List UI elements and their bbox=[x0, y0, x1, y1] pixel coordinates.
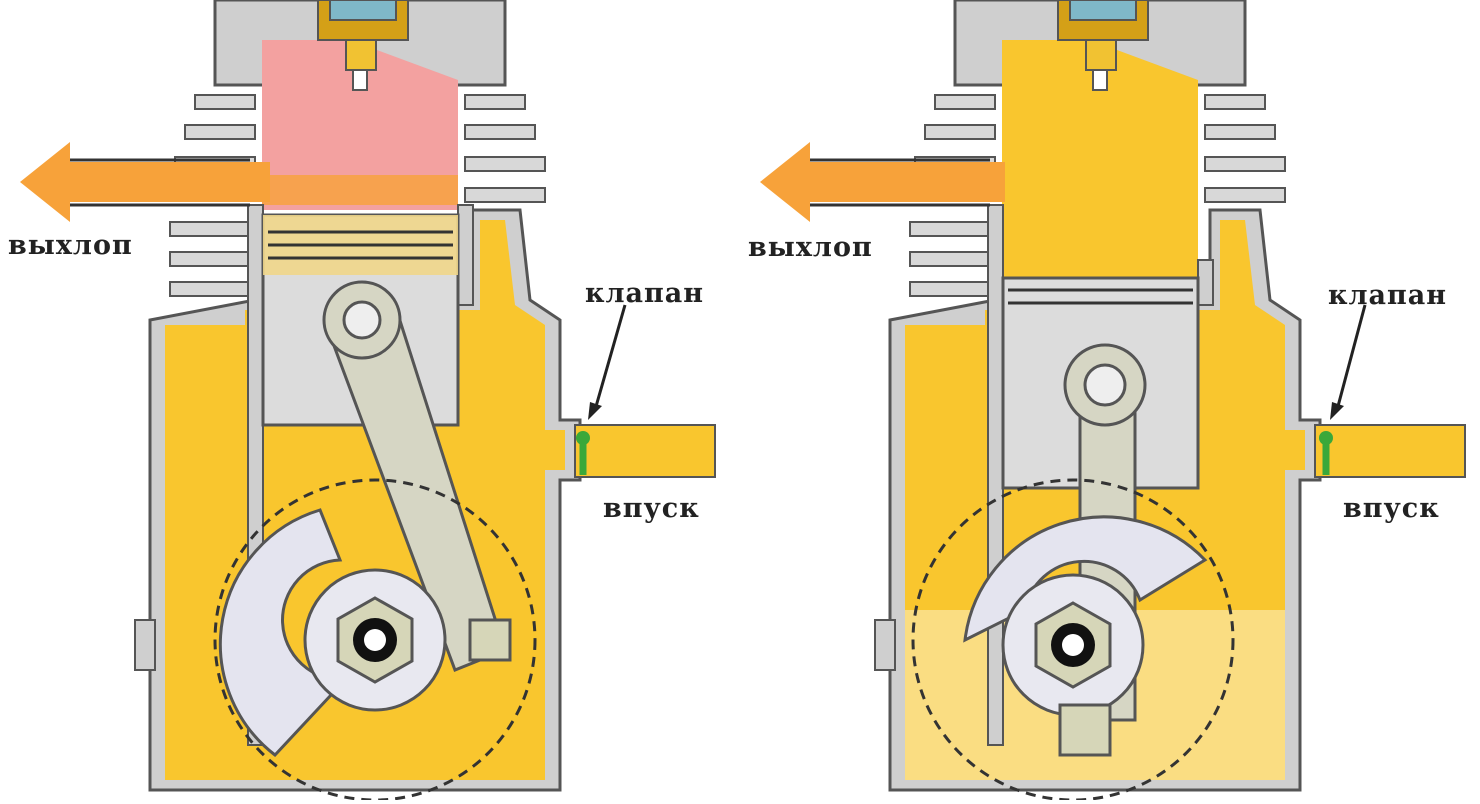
intake-pipe bbox=[1314, 424, 1466, 478]
spark-plug-icon bbox=[317, 0, 409, 91]
intake-label: впуск bbox=[1343, 493, 1440, 524]
intake-pipe bbox=[574, 424, 716, 478]
right-engine-panel: выхлоп клапан впуск bbox=[740, 0, 1480, 802]
spark-plug-icon bbox=[1057, 0, 1149, 91]
exhaust-label: выхлоп bbox=[8, 230, 133, 261]
valve-label: клапан bbox=[585, 278, 705, 309]
valve-pointer-line bbox=[1335, 304, 1367, 411]
valve-icon bbox=[576, 431, 590, 475]
combustion-chamber bbox=[262, 40, 458, 210]
valve-label: клапан bbox=[1328, 280, 1448, 311]
right-engine-drawing bbox=[760, 0, 1466, 802]
piston bbox=[261, 213, 460, 427]
valve-icon bbox=[1319, 431, 1333, 475]
intake-label: впуск bbox=[603, 493, 700, 524]
exhaust-label: выхлоп bbox=[748, 232, 873, 263]
cooling-fins-right bbox=[464, 94, 546, 203]
cooling-fins-right bbox=[1204, 94, 1286, 203]
combustion-chamber bbox=[1002, 40, 1198, 285]
left-engine-drawing bbox=[20, 0, 716, 802]
left-engine-panel: выхлоп клапан впуск bbox=[0, 0, 740, 802]
crankshaft bbox=[911, 478, 1235, 802]
exhaust-arrow-icon bbox=[760, 142, 1005, 222]
exhaust-arrow-icon bbox=[20, 142, 270, 222]
crankshaft bbox=[213, 478, 537, 802]
connecting-rod bbox=[322, 280, 507, 672]
valve-pointer-line bbox=[593, 304, 627, 411]
